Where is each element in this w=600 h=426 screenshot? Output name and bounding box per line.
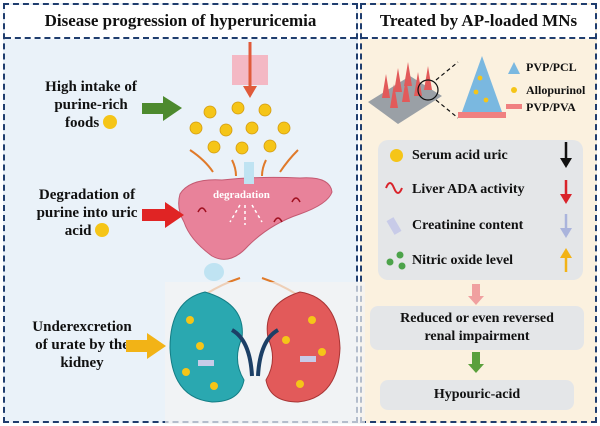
liver-label: degradation bbox=[213, 189, 270, 201]
final-outcome-box: Hypouric-acid bbox=[380, 380, 574, 410]
green-arrow bbox=[142, 96, 182, 121]
sad-face-icon bbox=[95, 223, 110, 237]
converging-arrows bbox=[189, 149, 299, 177]
result-line-2: renal impairment bbox=[424, 329, 530, 344]
legend-allopurinol: Allopurinol bbox=[526, 83, 586, 97]
result-renal-box: Reduced or even reversed renal impairmen… bbox=[370, 306, 584, 350]
allopurinol-legend-icon bbox=[511, 87, 517, 93]
microneedle-patch bbox=[368, 61, 459, 124]
needle-detail bbox=[458, 56, 506, 118]
creatinine-bars bbox=[198, 356, 316, 366]
red-arrow bbox=[142, 202, 184, 228]
indicator-liver-ada: Liver ADA activity bbox=[412, 182, 525, 197]
indicator-serum-uric: Serum acid uric bbox=[412, 148, 508, 163]
intake-arrow bbox=[232, 42, 268, 98]
orange-arrow bbox=[126, 333, 166, 359]
indicator-box bbox=[378, 140, 583, 280]
flow-arrow-2 bbox=[468, 352, 484, 373]
liver-illustration: degradation bbox=[178, 162, 333, 281]
legend-pcl: PVP/PCL bbox=[526, 60, 577, 74]
indicator-creatinine: Creatinine content bbox=[412, 218, 524, 233]
right-panel-title: Treated by AP-loaded MNs bbox=[362, 5, 595, 39]
indicator-nitric-oxide: Nitric oxide level bbox=[412, 253, 514, 268]
sad-face-icon bbox=[390, 149, 403, 162]
right-kidney bbox=[256, 291, 341, 403]
pcl-legend-icon bbox=[508, 62, 520, 74]
stage-degradation-label: Degradation of purine into uric acid bbox=[36, 187, 138, 239]
stage-underexcretion-label: Underexcretion of urate by the kidney bbox=[32, 319, 132, 371]
result-line-1: Reduced or even reversed bbox=[400, 311, 554, 326]
pva-legend-icon bbox=[506, 104, 522, 109]
flow-arrow-1 bbox=[468, 284, 484, 305]
legend-pva: PVP/PVA bbox=[526, 100, 576, 114]
smiley-icon bbox=[102, 115, 117, 129]
uric-acid-crystals bbox=[182, 316, 326, 390]
left-panel-title: Disease progression of hyperuricemia bbox=[5, 5, 356, 39]
stage-intake-label: High intake of purine-rich foods bbox=[45, 79, 137, 131]
purine-food-icons bbox=[189, 101, 291, 155]
